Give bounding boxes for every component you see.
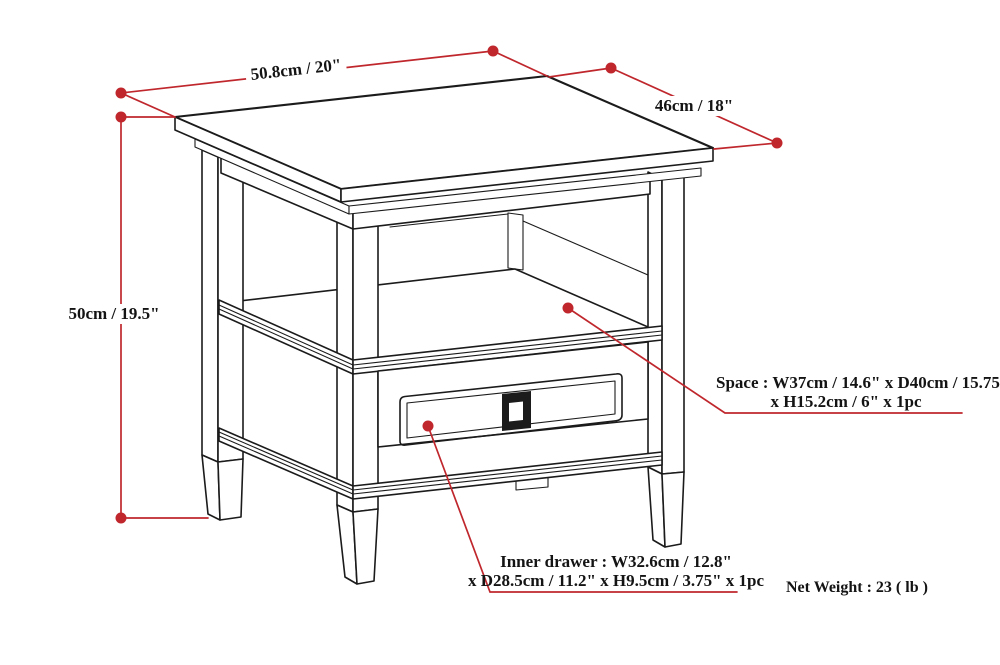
middle-shelf-surface: [221, 268, 649, 361]
right-leg: [647, 171, 685, 548]
interior-apron-lines: [389, 213, 649, 276]
inner-drawer-spec-line1: Inner drawer : W32.6cm / 12.8": [500, 552, 732, 571]
depth-dimension-label: 46cm / 18": [649, 96, 739, 116]
tabletop: [173, 74, 715, 215]
height-dimension-label: 50cm / 19.5": [63, 304, 165, 324]
back-leg: [507, 212, 524, 271]
front-leg: [336, 204, 379, 585]
net-weight-label: Net Weight : 23 ( lb ): [786, 579, 928, 596]
shelf-space-spec-label: Space : W37cm / 14.6" x D40cm / 15.75" x…: [716, 373, 1000, 411]
left-leg: [201, 149, 244, 521]
inner-drawer-spec-label: Inner drawer : W32.6cm / 12.8" x D28.5cm…: [466, 552, 766, 590]
shelf-space-spec-line2: x H15.2cm / 6" x 1pc: [770, 392, 922, 411]
bottom-stretchers: [218, 427, 663, 500]
inner-drawer-spec-line2: x D28.5cm / 11.2" x H9.5cm / 3.75" x 1pc: [467, 571, 765, 590]
shelf-space-spec-line1: Space : W37cm / 14.6" x D40cm / 15.75": [716, 373, 1000, 392]
drawer-handle-icon: [502, 391, 531, 431]
dimension-endpoint-dots: [115, 45, 783, 524]
